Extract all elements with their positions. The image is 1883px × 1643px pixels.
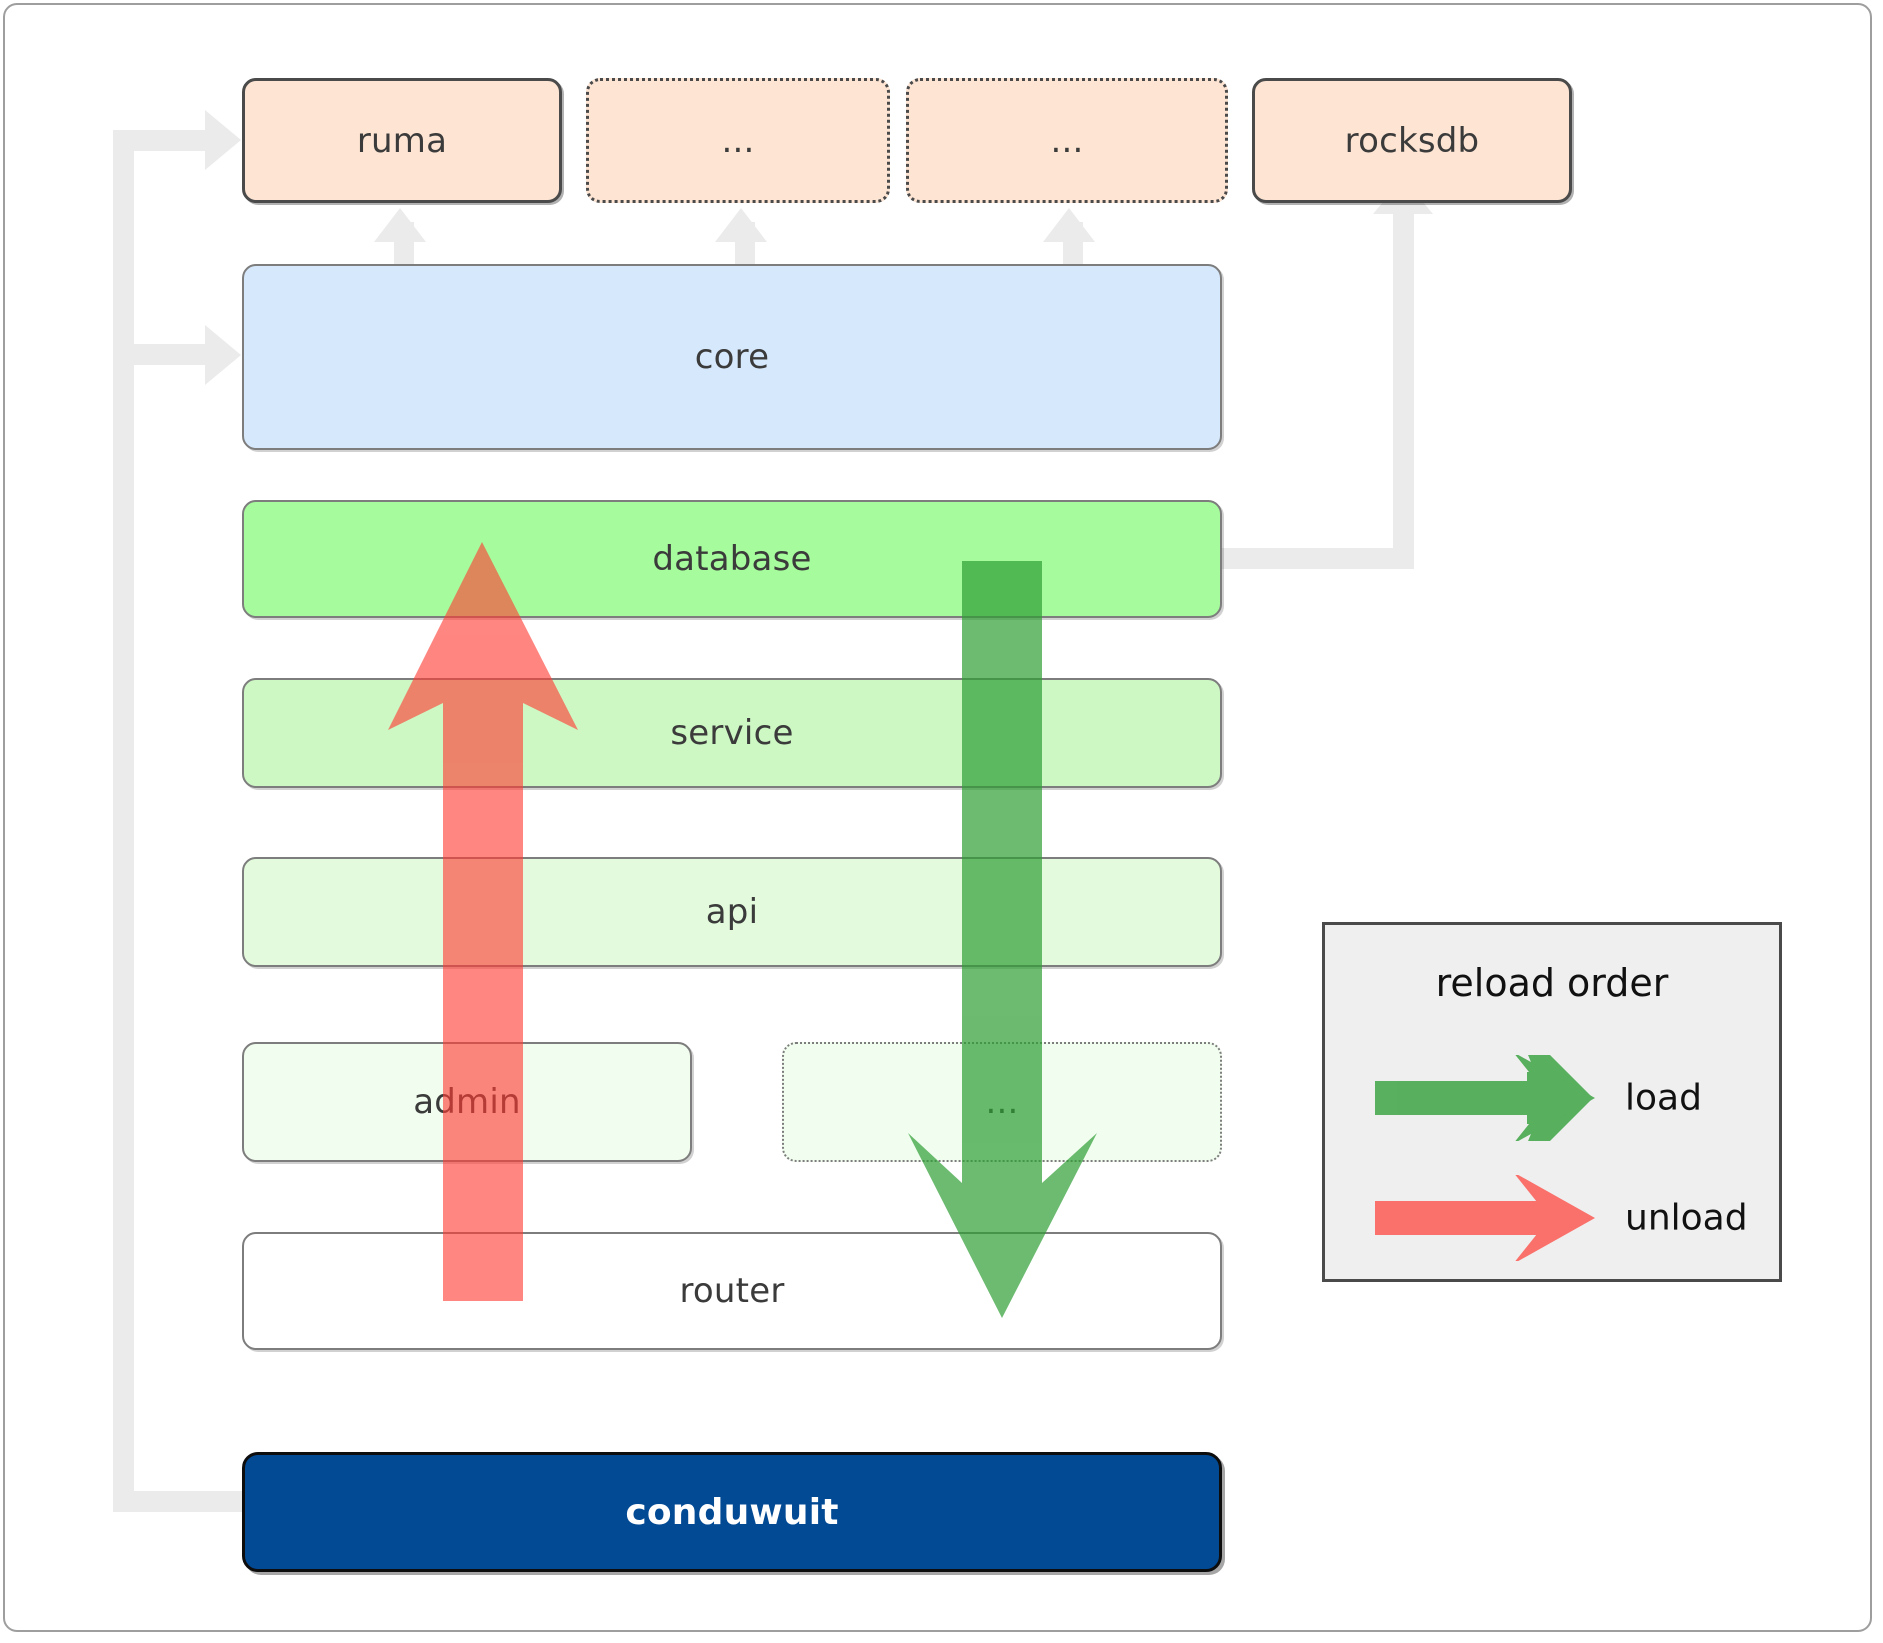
legend-label-unload: unload bbox=[1625, 1197, 1748, 1239]
connector-trunk-vertical bbox=[113, 130, 134, 1512]
legend-unload-arrow-icon bbox=[1375, 1175, 1595, 1261]
connector-to-ruma-arrowhead bbox=[205, 110, 241, 170]
binary-box-conduwuit[interactable]: conduwuit bbox=[242, 1452, 1222, 1572]
connector-to-ruma-horizontal bbox=[126, 130, 216, 151]
dependency-box-rocksdb[interactable]: rocksdb bbox=[1252, 78, 1572, 203]
binary-label: conduwuit bbox=[625, 1491, 839, 1533]
layer-box-ellipsis[interactable]: ... bbox=[782, 1042, 1222, 1162]
dependency-box-ellipsis-1[interactable]: ... bbox=[586, 78, 890, 203]
layer-box-service[interactable]: service bbox=[242, 678, 1222, 788]
dependency-box-ruma[interactable]: ruma bbox=[242, 78, 562, 203]
layer-label: ... bbox=[985, 1082, 1019, 1122]
connector-database-to-rocksdb-vertical bbox=[1393, 212, 1414, 568]
connector-core-to-dep3-arrowhead bbox=[1043, 208, 1095, 242]
connector-core-to-ruma-arrowhead bbox=[374, 208, 426, 242]
legend-panel: reload order load unload bbox=[1322, 922, 1782, 1282]
layer-box-database[interactable]: database bbox=[242, 500, 1222, 618]
layer-label: admin bbox=[413, 1082, 521, 1122]
dependency-label: ... bbox=[721, 120, 755, 161]
legend-load-arrow-icon bbox=[1375, 1055, 1595, 1141]
legend-row-unload: unload bbox=[1325, 1175, 1779, 1261]
layer-label: router bbox=[679, 1271, 785, 1311]
dependency-label: rocksdb bbox=[1344, 120, 1480, 161]
dependency-box-ellipsis-2[interactable]: ... bbox=[906, 78, 1228, 203]
legend-title: reload order bbox=[1435, 961, 1669, 1005]
legend-label-load: load bbox=[1625, 1077, 1702, 1119]
diagram-frame bbox=[3, 3, 1872, 1632]
layer-label: api bbox=[705, 892, 759, 932]
connector-to-conduwuit bbox=[113, 1491, 246, 1512]
layer-label: service bbox=[670, 713, 794, 753]
connector-database-to-rocksdb-horizontal bbox=[1222, 548, 1414, 569]
dependency-label: ... bbox=[1050, 120, 1084, 161]
connector-to-core-horizontal bbox=[126, 344, 216, 365]
layer-label: database bbox=[652, 539, 812, 579]
connector-core-to-dep2-arrowhead bbox=[715, 208, 767, 242]
layer-box-api[interactable]: api bbox=[242, 857, 1222, 967]
dependency-label: ruma bbox=[356, 120, 448, 161]
layer-box-core[interactable]: core bbox=[242, 264, 1222, 450]
legend-row-load: load bbox=[1325, 1055, 1779, 1141]
layer-box-admin[interactable]: admin bbox=[242, 1042, 692, 1162]
connector-to-core-arrowhead bbox=[205, 325, 241, 385]
layer-box-router[interactable]: router bbox=[242, 1232, 1222, 1350]
layer-label: core bbox=[694, 337, 770, 377]
